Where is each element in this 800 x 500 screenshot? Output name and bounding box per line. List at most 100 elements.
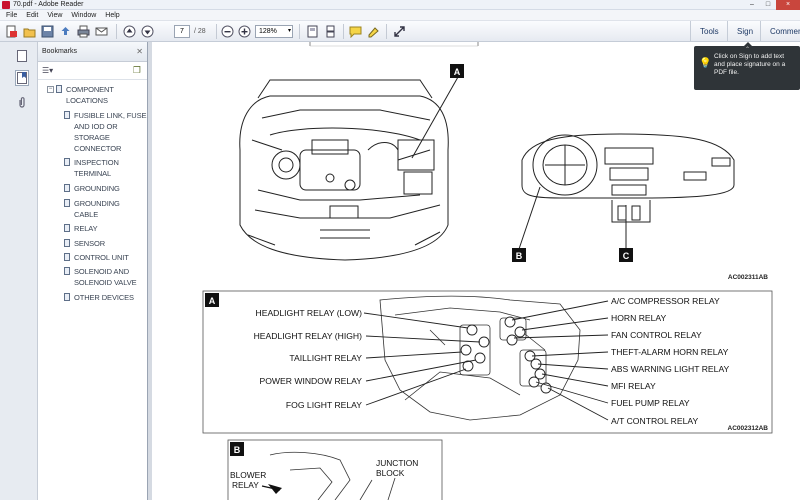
collapse-icon[interactable]: − <box>47 86 54 93</box>
figure-a-tag: A <box>209 296 216 306</box>
bookmarks-icon[interactable] <box>15 70 29 86</box>
bookmark-label: SENSOR <box>74 239 106 248</box>
bookmark-label: GROUNDING CABLE <box>74 199 120 219</box>
label-blower-relay: RELAY <box>232 480 259 490</box>
bookmark-page-icon <box>64 224 70 232</box>
figure-b-tag: B <box>234 445 241 455</box>
close-button[interactable]: × <box>776 0 800 10</box>
upload-icon[interactable] <box>58 24 73 39</box>
bookmark-label: COMPONENT LOCATIONS <box>66 85 114 105</box>
label-theft-alarm-horn-relay: THEFT-ALARM HORN RELAY <box>611 347 729 357</box>
fit-page-icon[interactable] <box>305 24 320 39</box>
zoom-in-icon[interactable] <box>237 24 252 39</box>
label-power-window-relay: POWER WINDOW RELAY <box>260 376 363 386</box>
document-view[interactable] <box>152 42 800 500</box>
relay-box-illustration <box>379 295 581 421</box>
highlight-icon[interactable] <box>366 24 381 39</box>
bookmark-page-icon <box>64 158 70 166</box>
callout-b: B <box>516 251 523 261</box>
callout-a-box <box>450 64 464 78</box>
bookmark-label: INSPECTION TERMINAL <box>74 158 119 178</box>
label-taillight-relay: TAILLIGHT RELAY <box>289 353 362 363</box>
label-at-control-relay: A/T CONTROL RELAY <box>611 416 698 426</box>
menu-window[interactable]: Window <box>71 12 97 19</box>
bookmark-label: CONTROL UNIT <box>74 253 129 262</box>
bookmark-page-icon <box>64 293 70 301</box>
tooltip-text: Click on Sign to add text and place sign… <box>714 53 786 76</box>
blower-figure-frame <box>227 439 443 500</box>
email-icon[interactable] <box>94 24 109 39</box>
window-title: 70.pdf - Adobe Reader <box>13 1 84 8</box>
bookmark-label: GROUNDING <box>74 184 120 193</box>
save-icon[interactable] <box>40 24 55 39</box>
label-fan-control-relay: FAN CONTROL RELAY <box>611 330 702 340</box>
zoom-level-value: 128% <box>259 28 277 35</box>
menu-view[interactable]: View <box>47 12 63 19</box>
junction-block-illustration <box>269 451 396 500</box>
label-ac-compressor-relay: A/C COMPRESSOR RELAY <box>611 296 720 306</box>
label-headlight-relay-low: HEADLIGHT RELAY (LOW) <box>256 308 363 318</box>
comment-button[interactable]: Comment <box>760 21 800 42</box>
comment-icon[interactable] <box>348 24 363 39</box>
navigation-pane-strip <box>0 42 38 500</box>
page-total: / 28 <box>194 28 206 35</box>
label-fuel-pump-relay: FUEL PUMP RELAY <box>611 398 690 408</box>
label-horn-relay: HORN RELAY <box>611 313 667 323</box>
expand-icon[interactable] <box>392 24 407 39</box>
menu-file[interactable]: File <box>6 12 18 19</box>
panel-splitter[interactable] <box>148 42 152 500</box>
chevron-up-icon[interactable]: ⌃ <box>745 47 751 53</box>
zoom-level-select[interactable]: 128% ▾ <box>255 25 293 38</box>
bookmarks-toolbar: ☰▾ ❐ <box>38 62 147 80</box>
adobe-reader-icon <box>2 1 10 9</box>
next-page-icon[interactable] <box>140 24 155 39</box>
label-blower: BLOWER <box>230 470 266 480</box>
page-number-input[interactable]: 7 <box>174 25 190 38</box>
label-mfi-relay: MFI RELAY <box>611 381 656 391</box>
scroll-mode-icon[interactable] <box>323 24 338 39</box>
page-thumbnails-icon[interactable] <box>15 48 29 64</box>
bookmark-page-icon <box>64 253 70 261</box>
dashboard-illustration <box>521 133 735 223</box>
chevron-down-icon: ▾ <box>287 28 291 34</box>
label-headlight-relay-high: HEADLIGHT RELAY (HIGH) <box>254 331 363 341</box>
print-icon[interactable] <box>76 24 91 39</box>
relay-leader-lines <box>363 300 609 421</box>
minimize-button[interactable]: – <box>750 1 754 8</box>
label-abs-warning-light-relay: ABS WARNING LIGHT RELAY <box>611 364 730 374</box>
bookmark-label: FUSIBLE LINK, FUSE AND IOD OR STORAGE CO… <box>74 111 147 153</box>
bookmarks-header: Bookmarks ✕ <box>38 42 147 62</box>
relay-markers <box>460 316 552 394</box>
menu-help[interactable]: Help <box>105 12 120 19</box>
bookmark-label: OTHER DEVICES <box>74 293 134 302</box>
open-icon[interactable] <box>22 24 37 39</box>
previous-page-icon[interactable] <box>122 24 137 39</box>
maximize-button[interactable]: □ <box>765 1 771 8</box>
bookmarks-panel: Bookmarks ✕ ☰▾ ❐ <box>38 42 148 500</box>
title-bar: 70.pdf - Adobe Reader – □ × <box>0 0 800 10</box>
close-icon[interactable]: ✕ <box>136 47 143 56</box>
zoom-out-icon[interactable] <box>220 24 235 39</box>
menu-bar: File Edit View Window Help <box>0 10 800 21</box>
bookmarks-title: Bookmarks <box>42 48 78 55</box>
callout-b-box <box>512 248 526 262</box>
relay-figure-frame <box>202 290 773 434</box>
callout-a: A <box>454 67 461 77</box>
bookmark-page-icon <box>64 111 70 119</box>
expand-bookmark-icon[interactable]: ❐ <box>132 65 141 75</box>
label-junction-block: BLOCK <box>376 468 405 478</box>
tools-button[interactable]: Tools <box>690 21 734 42</box>
create-pdf-icon[interactable] <box>4 24 19 39</box>
bookmark-label: RELAY <box>74 224 98 233</box>
bookmark-page-icon <box>64 267 70 275</box>
label-junction: JUNCTION <box>376 458 418 468</box>
figure-b-tag-box <box>230 442 244 456</box>
menu-edit[interactable]: Edit <box>26 12 39 19</box>
figure-a-tag-box <box>205 293 219 307</box>
engine-bay-illustration <box>239 79 449 261</box>
options-icon[interactable]: ☰▾ <box>42 66 54 75</box>
attachments-icon[interactable] <box>15 94 29 110</box>
window-controls: – □ × <box>744 0 800 10</box>
sign-button[interactable]: Sign <box>727 21 767 42</box>
bookmark-page-icon <box>64 184 70 192</box>
